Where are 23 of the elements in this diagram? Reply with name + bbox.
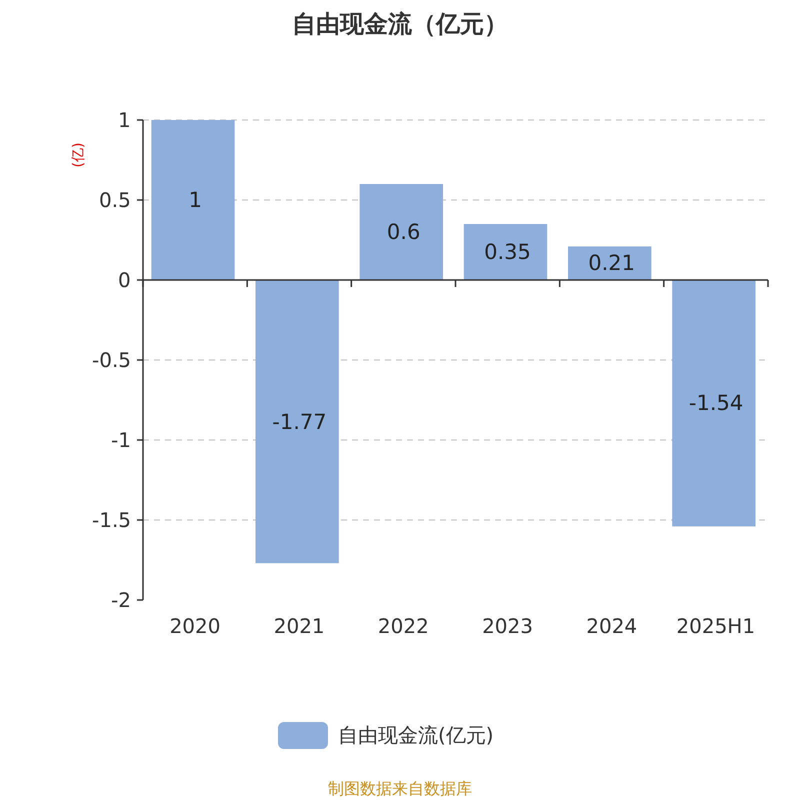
data-label: 1 (188, 188, 202, 212)
x-tick-label: 2020 (170, 614, 220, 638)
y-tick-label: 1 (118, 108, 131, 132)
data-label: -1.54 (688, 391, 744, 416)
x-tick-label: 2025H1 (676, 614, 756, 638)
data-label: 0.21 (588, 251, 636, 276)
y-tick-label: 0.5 (99, 188, 131, 212)
x-tick-label: 2021 (274, 614, 325, 638)
y-tick-label: -2 (111, 588, 131, 612)
source-note: 制图数据来自数据库 (328, 778, 472, 800)
y-tick-label: -1.5 (92, 508, 132, 532)
x-tick-label: 2024 (586, 614, 638, 638)
y-tick-label: -0.5 (92, 348, 132, 372)
chart-title: 自由现金流（亿元） (292, 9, 508, 40)
x-tick-label: 2022 (378, 614, 429, 638)
x-tick-label: 2023 (482, 614, 533, 638)
y-axis-title: (亿) (68, 142, 87, 168)
y-tick-label: 0 (118, 268, 131, 292)
data-label: -1.77 (272, 410, 327, 434)
y-tick-label: -1 (111, 428, 131, 452)
legend-label: 自由现金流(亿元) (338, 722, 494, 748)
data-label: 0.6 (386, 220, 420, 244)
data-label: 0.35 (484, 240, 531, 264)
